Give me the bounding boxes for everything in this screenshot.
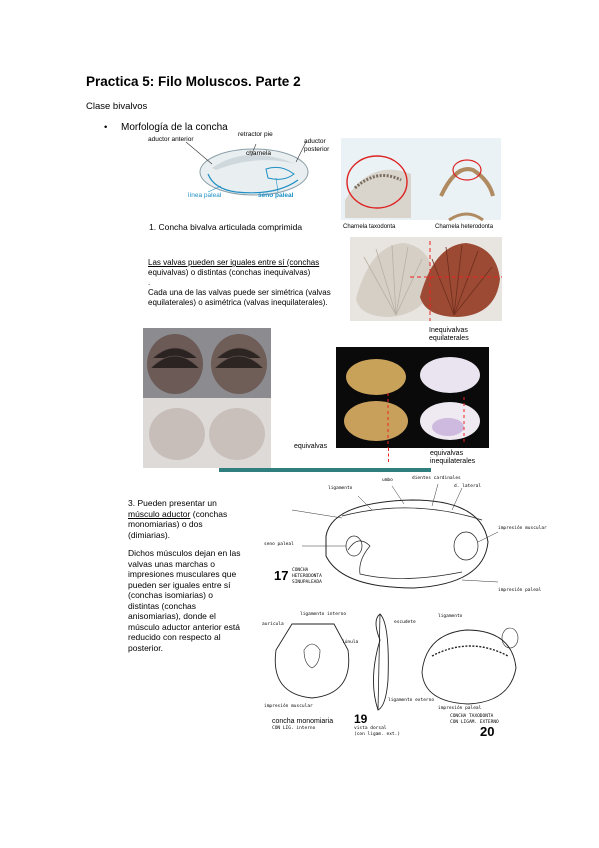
caption-taxodonta-1: CONCHA TAXODONTA: [450, 714, 494, 719]
list-item-1: 1. Concha bivalva articulada comprimida: [149, 222, 303, 232]
muscle-line-13: reducido con respecto al: [128, 632, 221, 642]
muscle-line-9: (conchas isomiarias) o: [128, 590, 214, 600]
fig-number-17: 17: [274, 568, 289, 583]
label-charnela: charnela: [246, 150, 271, 157]
fig-number-20: 20: [480, 724, 495, 739]
muscle-line-2: músculo aductor (conchas: [128, 509, 264, 520]
fig17-caption-1: CONCHA: [292, 568, 309, 573]
diagram-row-bottom: ligamento interno aurícula lúnula escude…: [262, 610, 552, 745]
hinge-photos: Charnela taxodonta Charnela heterodonta: [341, 138, 501, 238]
valvas-line-2: equivalvas) o distintas (conchas inequiv…: [148, 268, 311, 277]
label-seno-paleal: seno paleal: [258, 192, 294, 199]
label-retractor-pie: retractor pie: [238, 131, 273, 138]
muscle-term: músculo aductor: [128, 508, 191, 519]
muscle-line-3: monomiarias) o dos: [128, 519, 203, 529]
caption-taxodonta: Charnela taxodonta: [343, 224, 396, 230]
label-equivalvas-ineq-2: inequilaterales: [430, 458, 476, 465]
valvas-line-4: Cada una de las valvas puede ser simétri…: [148, 288, 331, 297]
hinge-photos-drawing: [341, 138, 501, 222]
page-title: Practica 5: Filo Moluscos. Parte 2: [86, 74, 301, 89]
muscle-line-2b: (conchas: [190, 508, 228, 519]
label-linea-paleal: línea paleal: [188, 192, 222, 199]
label-impresion-paleal-20: impresión paleal: [438, 706, 482, 711]
shell-photos-inequilateral: [336, 347, 489, 448]
fig17-caption-2: HETERODONTA: [292, 574, 322, 579]
fig-number-19: 19: [354, 712, 368, 726]
valvas-line-5: equilaterales) o asimétrica (valvas ineq…: [148, 298, 328, 307]
label-ligamento: ligamento: [328, 486, 353, 491]
label-impresion-muscular: impresión muscular: [498, 526, 547, 531]
shell-interior-figure: aductor anterior retractor pie charnela …: [146, 131, 342, 216]
caption-vista-dorsal: vista dorsal (con ligam. ext.): [354, 726, 400, 738]
label-equivalvas: equivalvas: [294, 443, 328, 450]
label-inequivalvas: Inequivalvas equilaterales: [429, 327, 469, 343]
label-ligamento-externo: ligamento externo: [388, 698, 435, 703]
muscle-line-14: posterior.: [128, 642, 163, 653]
label-d-lateral: d. lateral: [454, 484, 482, 489]
muscle-line-12: músculo aductor anterior está: [128, 621, 240, 632]
label-ligamento-20: ligamento: [438, 614, 463, 619]
caption-taxodonta-2: CON LIGAM. EXTERNO: [450, 720, 499, 725]
muscle-line-7: impresiones musculares que: [128, 569, 237, 579]
caption-monomiaria-2: CON LIG. interno: [272, 726, 316, 731]
scallop-photo: [350, 237, 502, 321]
label-umbo: umbo: [382, 478, 393, 483]
muscle-line-6: valvas unas marchas o: [128, 558, 215, 569]
muscle-line-1: 3. Pueden presentar un: [128, 498, 217, 508]
scallop-drawing: [350, 237, 502, 321]
muscle-line-8: pueden ser iguales entre sí: [128, 579, 231, 590]
label-aductor-posterior: aductor posterior: [304, 138, 330, 153]
valvas-line-1: Las valvas pueden ser iguales entre sí (…: [148, 258, 320, 267]
caption-vista-dorsal-2: (con ligam. ext.): [354, 732, 401, 737]
label-inequivalvas-2: equilaterales: [429, 335, 469, 342]
label-escudete: escudete: [394, 620, 416, 625]
muscle-line-4: (dimiarias).: [128, 529, 171, 540]
label-impresion-muscular-2: impresión muscular: [264, 704, 313, 709]
label-seno-paleal-17: seno paleal: [264, 542, 294, 547]
caption-taxodonta-20: CONCHA TAXODONTA CON LIGAM. EXTERNO: [450, 714, 499, 726]
separator-rule: [219, 468, 431, 472]
caption-monomiaria-1: concha monomiaria: [272, 718, 334, 725]
valvas-line-3: .: [148, 278, 151, 287]
fig17-caption-3: SINUPALEADA: [292, 580, 322, 585]
muscle-line-5: Dichos músculos dejan en las: [128, 548, 241, 558]
section-subtitle: Clase bivalvos: [86, 101, 148, 112]
label-lunula: lúnula: [342, 640, 359, 645]
label-ligamento-interno: ligamento interno: [300, 612, 347, 617]
muscle-line-11: anisomiarias), donde el: [128, 611, 216, 621]
bullet-marker: •: [104, 122, 108, 133]
muscle-paragraph: 3. Pueden presentar un músculo aductor (…: [128, 498, 264, 653]
bullet-text: Morfología de la concha: [121, 122, 228, 133]
caption-monomiaria: concha monomiaria CON LIG. interno: [272, 718, 333, 732]
label-impresion-paleal: impresión paleal: [498, 588, 542, 593]
diagram-17-drawing: [291, 483, 499, 589]
red-marker-line: [388, 448, 391, 462]
label-equivalvas-ineq-1: equivalvas: [430, 450, 464, 457]
fig17-caption: CONCHA HETERODONTA SINUPALEADA: [292, 568, 322, 586]
label-equivalvas-inequilaterales: equivalvas inequilaterales: [430, 450, 475, 466]
caption-heterodonta: Charnela heterodonta: [435, 224, 494, 230]
diagram-row-drawing: [274, 613, 519, 711]
shell-photos-drawing: [336, 347, 489, 448]
clam-photos-drawing: [143, 328, 271, 468]
caption-vista-dorsal-1: vista dorsal: [354, 726, 387, 731]
diagram-17: ligamento umbo dientes cardinales d. lat…: [262, 476, 552, 602]
label-inequivalvas-1: Inequivalvas: [429, 327, 468, 334]
muscle-line-10: distintas (conchas: [128, 600, 197, 611]
shell-interior-drawing: [185, 141, 309, 196]
valvas-paragraph: Las valvas pueden ser iguales entre sí (…: [148, 258, 348, 308]
label-dientes-cardinales: dientes cardinales: [412, 476, 461, 481]
label-aductor-anterior: aductor anterior: [148, 136, 194, 143]
label-auricula: aurícula: [262, 622, 284, 627]
clam-photos: [143, 328, 271, 468]
